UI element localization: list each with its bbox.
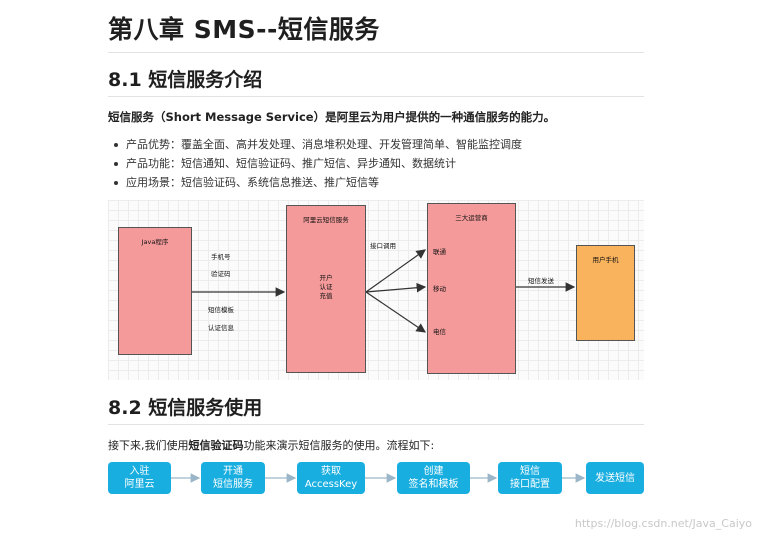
flow-intro-post: 功能来演示短信服务的使用。流程如下: — [243, 439, 435, 452]
arrow-to-mobile — [365, 282, 427, 293]
label-phone-number: 手机号 — [211, 253, 231, 261]
aliyun-step-recharge: 充值 — [319, 292, 333, 300]
aliyun-sms-box: 阿里云短信服务 开户 认证 充值 — [286, 205, 366, 373]
list-item: 产品功能：短信通知、短信验证码、推广短信、异步通知、数据统计 — [108, 154, 522, 173]
flow-step-line1: 获取 — [321, 466, 341, 477]
label-sms-send: 短信发送 — [528, 277, 554, 285]
flow-step-line2: 接口配置 — [510, 479, 550, 490]
page-title: 第八章 SMS--短信服务 — [108, 15, 380, 44]
feature-list: 产品优势：覆盖全面、高并发处理、消息堆积处理、开发管理简单、智能监控调度 产品功… — [108, 135, 522, 192]
arrow-to-telecom — [365, 291, 426, 333]
label-sms-template: 短信模板 — [208, 306, 234, 314]
sms-architecture-diagram: Java程序 手机号 验证码 短信模板 认证信息 阿里云短信服务 开户 认证 充… — [108, 200, 644, 380]
flow-step-join-aliyun: 入驻 阿里云 — [108, 462, 171, 494]
flow-step-line2: 签名和模板 — [408, 479, 459, 490]
flow-step-line2: 阿里云 — [124, 479, 155, 490]
flow-intro-bold: 短信验证码 — [188, 439, 244, 452]
diagram-arrows — [192, 249, 576, 333]
section-title-intro: 8.1 短信服务介绍 — [108, 69, 263, 91]
section-divider-intro — [108, 96, 644, 97]
flow-step-line1: 短信 — [520, 466, 540, 477]
aliyun-step-open: 开户 — [319, 274, 333, 282]
carrier-telecom: 电信 — [433, 328, 446, 336]
flow-step-line1: 创建 — [423, 466, 444, 477]
watermark-text: https://blog.csdn.net/Java_Caiyo — [574, 517, 752, 530]
flow-intro-paragraph: 接下来,我们使用短信验证码功能来演示短信服务的使用。流程如下: — [108, 437, 434, 453]
flow-step-line2: AccessKey — [304, 479, 358, 490]
user-phone-label: 用户手机 — [592, 256, 619, 264]
carrier-mobile: 移动 — [433, 285, 446, 293]
aliyun-sms-label: 阿里云短信服务 — [303, 216, 349, 224]
aliyun-step-verify: 认证 — [319, 283, 333, 291]
user-phone-box: 用户手机 — [576, 245, 635, 341]
flow-step-send-sms: 发送短信 — [586, 462, 644, 494]
carriers-box: 三大运营商 — [427, 203, 516, 374]
flow-step-open-sms: 开通 短信服务 — [201, 462, 265, 494]
label-interface-call: 接口调用 — [370, 242, 396, 250]
title-divider — [108, 52, 644, 53]
intro-bold-text: 短信服务（Short Message Service）是阿里云为用户提供的一种通… — [108, 110, 556, 124]
list-item: 产品优势：覆盖全面、高并发处理、消息堆积处理、开发管理简单、智能监控调度 — [108, 135, 522, 154]
label-verify-code: 验证码 — [211, 270, 231, 278]
flow-intro-pre: 接下来,我们使用 — [108, 439, 189, 452]
intro-paragraph: 短信服务（Short Message Service）是阿里云为用户提供的一种通… — [108, 109, 555, 125]
section-title-usage: 8.2 短信服务使用 — [108, 397, 263, 419]
java-program-box: Java程序 — [118, 227, 192, 355]
flow-step-config-interface: 短信 接口配置 — [498, 462, 562, 494]
arrow-to-unicom — [365, 249, 426, 293]
section-divider-usage — [108, 424, 644, 425]
flow-step-line1: 发送短信 — [595, 472, 635, 484]
list-item: 应用场景：短信验证码、系统信息推送、推广短信等 — [108, 173, 522, 192]
flow-step-line1: 入驻 — [129, 466, 150, 477]
flow-step-line2: 短信服务 — [213, 479, 253, 490]
label-auth-info: 认证信息 — [208, 324, 234, 332]
java-program-label: Java程序 — [141, 238, 169, 246]
carriers-label: 三大运营商 — [455, 214, 488, 222]
flow-step-get-accesskey: 获取 AccessKey — [297, 462, 365, 494]
carrier-unicom: 联通 — [433, 248, 446, 256]
flow-step-line1: 开通 — [223, 466, 243, 477]
flow-step-create-sign-template: 创建 签名和模板 — [397, 462, 470, 494]
